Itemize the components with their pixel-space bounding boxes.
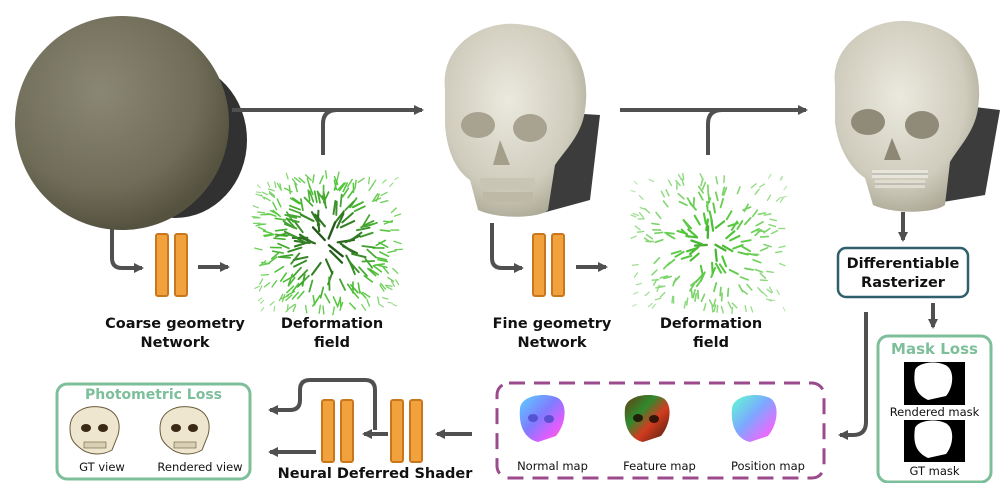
shader-network-icon-right [391,400,422,462]
arrow-merge-2 [708,110,722,155]
coarse-sphere [15,16,247,230]
feature-map-label: Feature map [612,459,707,473]
arrow-to-fine-network [492,223,522,268]
fine-network-label-line2: Network [472,334,632,353]
rasterizer-label-line2: Rasterizer [838,274,968,293]
coarse-network-label-line2: Network [95,334,255,353]
coarse-network-label-line1: Coarse geometry [95,315,255,334]
rendered-mask-image [904,362,965,405]
arrow-to-coarse-network [112,228,142,268]
skull-mesh-1 [445,24,600,217]
rasterizer-label: Differentiable Rasterizer [838,255,968,293]
fine-network-icon [533,234,564,296]
rendered-view-label: Rendered view [152,460,248,474]
deformation-field-2-label-line2: field [641,334,781,353]
photometric-loss-title: Photometric Loss [57,387,250,403]
normal-map-label: Normal map [505,459,600,473]
gt-view-label: GT view [62,460,142,474]
arrow-to-gbuffer [840,312,866,435]
fine-network-label: Fine geometry Network [472,315,632,353]
gt-mask-image [904,420,965,462]
deformation-field-1-label-line1: Deformation [262,315,402,334]
deformation-field-2-label-line1: Deformation [641,315,781,334]
shader-network-icon-left [322,400,353,462]
mask-loss-title: Mask Loss [878,340,991,358]
rendered-mask-label: Rendered mask [878,405,991,419]
fine-network-label-line1: Fine geometry [472,315,632,334]
arrow-merge-1 [323,110,337,155]
coarse-network-icon [156,234,187,296]
gt-mask-label: GT mask [878,464,991,478]
shader-label: Neural Deferred Shader [260,465,490,484]
coarse-network-label: Coarse geometry Network [95,315,255,353]
deformation-field-1-label: Deformation field [262,315,402,353]
rasterizer-label-line1: Differentiable [838,255,968,274]
deformation-field-2-label: Deformation field [641,315,781,353]
skull-mesh-2 [835,21,1000,212]
deformation-field-1 [252,171,402,315]
deformation-field-2 [631,174,787,314]
deformation-field-1-label-line2: field [262,334,402,353]
position-map-label: Position map [718,459,818,473]
